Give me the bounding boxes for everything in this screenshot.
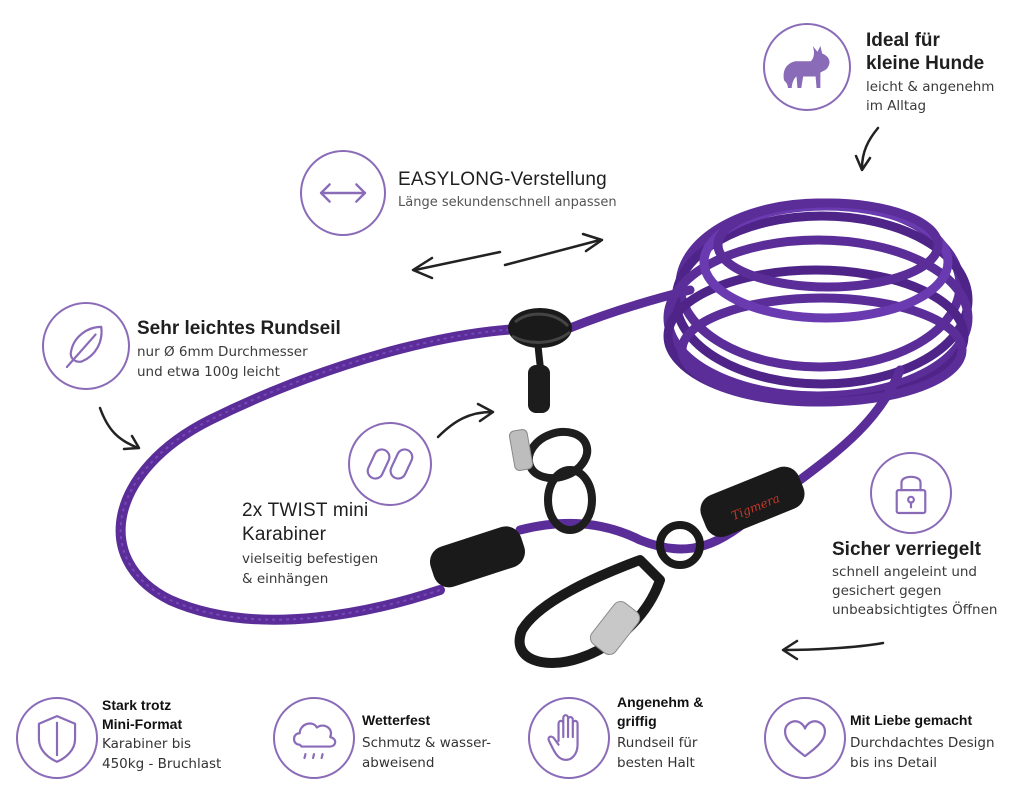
bottom-weather-desc-line2: abweisend — [362, 755, 435, 771]
lock-icon-badge — [870, 452, 952, 534]
double-arrow-icon — [319, 183, 367, 203]
bottom-grip-title-line2: griffig — [617, 713, 657, 729]
weather-icon-badge — [273, 697, 355, 779]
rope-icon-badge — [42, 302, 130, 390]
secure-desc-line3: unbeabsichtigtes Öffnen — [832, 602, 998, 618]
bottom-grip-desc-line2: besten Halt — [617, 755, 695, 771]
easylong-icon-badge — [300, 150, 386, 236]
rope-desc-line1: nur Ø 6mm Durchmesser — [137, 344, 308, 360]
french-bulldog-icon — [783, 46, 830, 88]
twist-desc-line2: & einhängen — [242, 571, 329, 587]
hand-icon — [547, 714, 579, 761]
bottom-strong-desc-line2: 450kg - Bruchlast — [102, 756, 222, 772]
bottom-love-desc-line2: bis ins Detail — [850, 755, 938, 771]
bottom-grip-title-line1: Angenehm & — [617, 694, 704, 710]
bottom-love-title: Mit Liebe gemacht — [850, 712, 973, 728]
hand-icon-badge — [528, 697, 610, 779]
twist-carabiner-large — [514, 521, 704, 668]
heart-icon-badge — [764, 697, 846, 779]
carabiner-link-icon — [366, 448, 414, 480]
twist-title-line2: Karabiner — [242, 524, 327, 545]
easylong-desc: Länge sekundenschnell anpassen — [398, 195, 617, 210]
bottom-grip-desc-line1: Rundseil für — [617, 735, 698, 751]
padlock-icon — [895, 475, 927, 515]
bottom-strong-desc-line1: Karabiner bis — [102, 736, 192, 752]
small-dogs-desc-line1: leicht & angenehm — [866, 79, 995, 95]
twist-icon-badge — [348, 422, 432, 506]
bottom-strong-title-line2: Mini-Format — [102, 716, 183, 732]
rain-cloud-icon — [292, 722, 337, 760]
twist-desc-line1: vielseitig befestigen — [242, 551, 379, 567]
small-dogs-title-line2: kleine Hunde — [866, 53, 985, 74]
shield-icon — [37, 715, 77, 763]
secure-title: Sicher verriegelt — [832, 539, 981, 560]
bottom-weather-title: Wetterfest — [362, 712, 431, 728]
twist-carabiner-small — [508, 427, 596, 534]
shield-icon-badge — [16, 697, 98, 779]
easylong-title: EASYLONG-Verstellung — [398, 169, 607, 190]
bottom-love-desc-line1: Durchdachtes Design — [850, 735, 995, 751]
bottom-weather-desc-line1: Schmutz & wasser- — [362, 735, 491, 751]
feather-icon — [65, 325, 103, 369]
secure-desc-line1: schnell angeleint und — [832, 564, 977, 580]
bottom-strong-title-line1: Stark trotz — [102, 697, 172, 713]
rope-desc-line2: und etwa 100g leicht — [137, 364, 280, 380]
annotation-arrows — [98, 126, 885, 661]
heart-icon — [783, 720, 827, 758]
dog-icon-badge — [763, 23, 851, 111]
rope-coil — [663, 198, 973, 407]
twist-title-line1: 2x TWIST mini — [242, 500, 369, 521]
secure-desc-line2: gesichert gegen — [832, 583, 942, 599]
rope-title: Sehr leichtes Rundseil — [137, 318, 341, 339]
small-dogs-title-line1: Ideal für — [866, 30, 940, 51]
small-dogs-desc-line2: im Alltag — [866, 98, 927, 114]
